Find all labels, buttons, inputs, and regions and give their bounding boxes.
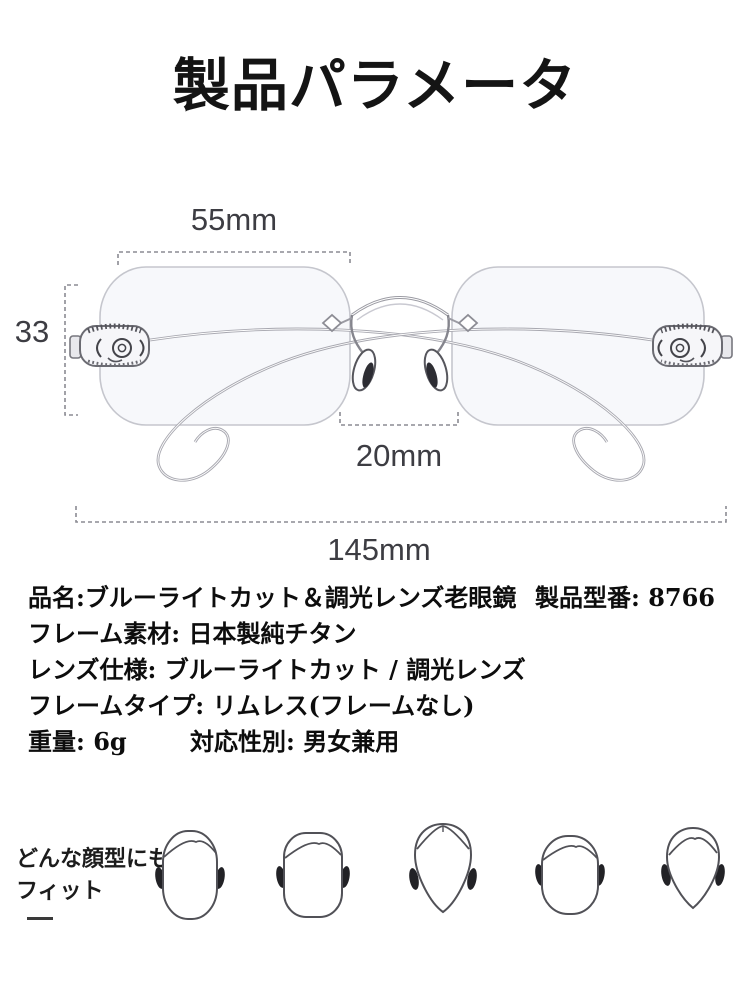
spec-frame-type: フレームタイプ: リムレス(フレームなし) bbox=[28, 691, 475, 720]
spec-list: 品名:ブルーライトカット＆調光レンズ老眼鏡 製品型番: 8766 フレーム素材:… bbox=[28, 580, 728, 760]
total-width-bracket bbox=[75, 506, 727, 523]
spec-product-name: 品名:ブルーライトカット＆調光レンズ老眼鏡 bbox=[28, 583, 517, 612]
spec-row-frame-material: フレーム素材: 日本製純チタン bbox=[28, 616, 728, 652]
total-width-label: 145mm bbox=[327, 532, 430, 567]
right-diamond-accent bbox=[457, 313, 479, 333]
left-diamond-accent bbox=[321, 313, 343, 333]
glasses-diagram: 55mm 33 bbox=[15, 202, 750, 567]
lens-height-label: 33 bbox=[15, 314, 49, 349]
left-hinge-ornament bbox=[69, 323, 150, 367]
oblong-face-icon bbox=[155, 830, 225, 920]
face-shape-icons bbox=[155, 822, 725, 920]
heart-face-icon bbox=[409, 822, 477, 914]
right-hinge-ornament bbox=[653, 326, 732, 366]
square-face-icon bbox=[276, 832, 350, 918]
spec-gender: 対応性別: 男女兼用 bbox=[190, 727, 400, 756]
bridge-label: 20mm bbox=[356, 438, 442, 473]
fit-heading-line1: どんな顔型にも bbox=[16, 846, 171, 872]
spec-row-name-model: 品名:ブルーライトカット＆調光レンズ老眼鏡 製品型番: 8766 bbox=[28, 580, 728, 616]
spec-weight: 重量: 6g bbox=[28, 727, 127, 756]
fit-heading-line2: フィット bbox=[16, 878, 104, 904]
spec-row-weight-gender: 重量: 6g 対応性別: 男女兼用 bbox=[28, 724, 728, 760]
spec-frame-material: フレーム素材: 日本製純チタン bbox=[28, 619, 357, 648]
glasses-illustration bbox=[69, 266, 732, 482]
spec-row-frame-type: フレームタイプ: リムレス(フレームなし) bbox=[28, 688, 728, 724]
bridge-bracket bbox=[339, 412, 459, 426]
fit-heading: どんな顔型にも フィット bbox=[16, 843, 170, 920]
round-face-icon bbox=[535, 835, 605, 915]
bridge bbox=[321, 296, 479, 354]
nose-pads bbox=[351, 348, 449, 392]
lens-width-label: 55mm bbox=[191, 202, 277, 237]
diamond-face-icon bbox=[661, 826, 725, 910]
lens-width-bracket bbox=[117, 251, 351, 265]
spec-lens-spec: レンズ仕様: ブルーライトカット / 調光レンズ bbox=[28, 655, 526, 684]
page-title: 製品パラメータ bbox=[172, 52, 578, 119]
lens-height-bracket bbox=[64, 284, 78, 416]
fit-underline bbox=[27, 917, 53, 920]
spec-model-number: 製品型番: 8766 bbox=[535, 583, 716, 612]
spec-row-lens-spec: レンズ仕様: ブルーライトカット / 調光レンズ bbox=[28, 652, 728, 688]
